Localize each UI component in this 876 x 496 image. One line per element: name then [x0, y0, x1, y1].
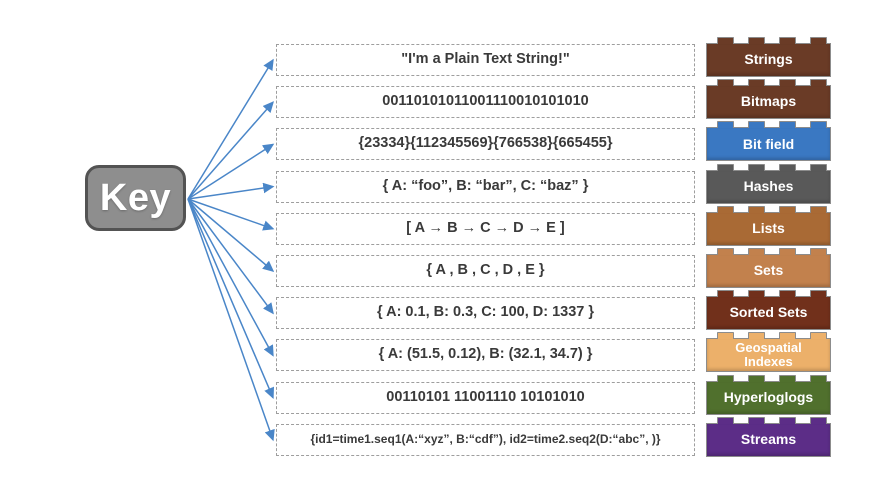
arrow-hashes [187, 182, 275, 200]
type-brick-label: Streams [740, 431, 797, 448]
value-box-hashes: { A: “foo”, B: “bar”, C: “baz” } [276, 170, 695, 203]
brick-stud [717, 248, 734, 255]
brick-stud [748, 163, 765, 171]
type-brick-label: Sets [753, 262, 784, 279]
brick-stud [748, 205, 765, 213]
brick-stud [810, 37, 827, 44]
value-box-hyperloglogs: 00110101 11001110 10101010 [276, 381, 695, 414]
brick-stud [779, 416, 796, 424]
brick-stud [748, 332, 765, 340]
arrow-strings [187, 58, 274, 200]
brick-stud [748, 79, 765, 87]
arrow-sets [187, 198, 275, 272]
brick-stud [810, 374, 827, 382]
brick-stud [717, 374, 734, 382]
type-brick-label: Bitmaps [740, 93, 797, 110]
type-brick-label: Sorted Sets [729, 304, 808, 321]
type-brick-bitmaps: Bitmaps [706, 79, 831, 120]
brick-stud [717, 290, 734, 298]
type-brick-label: Lists [752, 220, 785, 237]
type-brick-sets: Sets [706, 248, 831, 288]
arrow-bit-field [187, 143, 275, 200]
type-brick-hashes: Hashes [706, 163, 831, 204]
value-box-sets: { A , B , C , D , E } [276, 255, 695, 287]
brick-stud [779, 374, 796, 382]
value-box-bit-field: {23334}{112345569}{766538}{665455} [276, 128, 695, 161]
type-brick-label: Geospatial Indexes [735, 340, 802, 370]
brick-stud [779, 332, 796, 340]
brick-stud [810, 163, 827, 171]
brick-stud [717, 37, 734, 44]
brick-stud [810, 416, 827, 424]
brick-stud [810, 79, 827, 87]
brick-stud [810, 205, 827, 213]
type-brick-label: Bit field [742, 135, 795, 152]
brick-stud [779, 121, 796, 129]
brick-stud [779, 290, 796, 298]
brick-stud [717, 163, 734, 171]
type-brick-strings: Strings [706, 37, 831, 77]
brick-stud [748, 416, 765, 424]
value-box-geospatial-indexes: { A: (51.5, 0.12), B: (32.1, 34.7) } [276, 339, 695, 372]
brick-stud [810, 332, 827, 340]
brick-stud [717, 416, 734, 424]
brick-stud [748, 121, 765, 129]
type-brick-lists: Lists [706, 205, 831, 246]
brick-stud [779, 37, 796, 44]
brick-stud [810, 121, 827, 129]
brick-stud [717, 332, 734, 340]
arrow-geospatial-indexes [187, 198, 274, 357]
value-box-streams: {id1=time1.seq1(A:“xyz”, B:“cdf”), id2=t… [276, 423, 695, 456]
arrow-sorted-sets [187, 198, 274, 315]
brick-stud [717, 79, 734, 87]
key-node: Key [85, 165, 186, 231]
value-box-sorted-sets: { A: 0.1, B: 0.3, C: 100, D: 1337 } [276, 297, 695, 330]
brick-stud [779, 205, 796, 213]
brick-stud [779, 79, 796, 87]
brick-stud [717, 205, 734, 213]
value-box-lists: [ A → B → C → D → E ] [276, 212, 695, 245]
type-brick-sorted-sets: Sorted Sets [706, 290, 831, 331]
type-brick-hyperloglogs: Hyperloglogs [706, 374, 831, 415]
brick-stud [717, 121, 734, 129]
type-brick-label: Hashes [743, 177, 794, 194]
value-box-strings: "I'm a Plain Text String!" [276, 44, 695, 76]
arrow-hyperloglogs [187, 198, 274, 399]
brick-stud [810, 290, 827, 298]
brick-stud [779, 163, 796, 171]
arrow-streams [187, 198, 275, 442]
brick-stud [748, 248, 765, 255]
type-brick-geospatial-indexes: Geospatial Indexes [706, 332, 831, 373]
type-brick-streams: Streams [706, 416, 831, 457]
brick-stud [810, 248, 827, 255]
arrow-lists [187, 198, 275, 231]
type-brick-bit-field: Bit field [706, 121, 831, 162]
type-brick-label: Strings [744, 51, 793, 68]
type-brick-label: Hyperloglogs [723, 388, 814, 405]
brick-stud [748, 37, 765, 44]
brick-stud [748, 374, 765, 382]
brick-stud [779, 248, 796, 255]
value-box-bitmaps: 00110101011001110010101010 [276, 86, 695, 119]
arrow-bitmaps [187, 101, 274, 200]
brick-stud [748, 290, 765, 298]
